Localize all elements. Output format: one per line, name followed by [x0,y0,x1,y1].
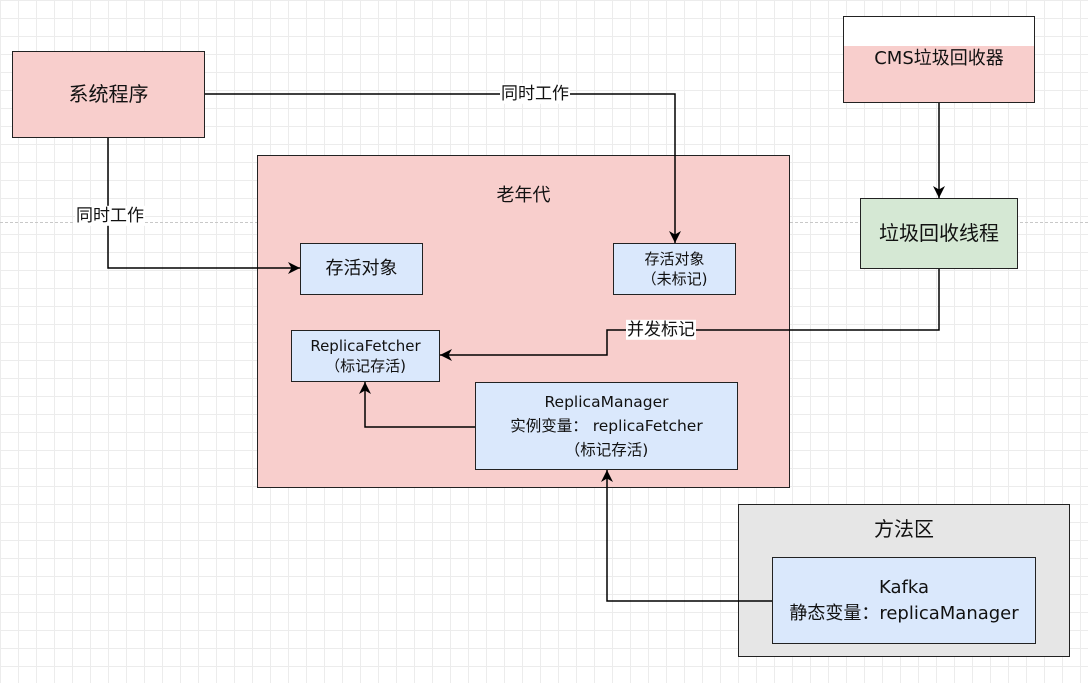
edge-label-concurrent-mark: 并发标记 [626,319,696,341]
replica-manager-line1: ReplicaManager [544,392,669,411]
cms-collector-node: CMS垃圾回收器 [843,16,1035,103]
cms-collector-label: CMS垃圾回收器 [874,48,1004,70]
old-generation-title: 老年代 [496,185,551,206]
system-program-node: 系统程序 [12,51,205,138]
replica-fetcher-line1: ReplicaFetcher [310,336,421,355]
live-object-unmarked-line1: 存活对象 [644,249,705,268]
edge-label-system-to-live: 同时工作 [75,205,145,227]
live-object-node: 存活对象 [300,243,423,295]
gc-thread-label: 垃圾回收线程 [879,221,999,245]
replica-manager-line3: （标记存活) [564,441,649,459]
kafka-node: Kafka 静态变量：replicaManager [772,557,1036,644]
gc-thread-node: 垃圾回收线程 [860,198,1018,269]
edge-label-system-to-unmarked: 同时工作 [500,83,570,105]
live-object-unmarked-node: 存活对象 （未标记) [613,243,736,295]
system-program-label: 系统程序 [68,82,149,106]
live-object-unmarked-line2: （未标记) [641,270,708,288]
replica-fetcher-node: ReplicaFetcher （标记存活) [291,330,440,382]
method-area-title: 方法区 [874,517,934,541]
live-object-label: 存活对象 [325,257,398,279]
replica-manager-node: ReplicaManager 实例变量： replicaFetcher （标记存… [475,382,738,470]
replica-manager-line2: 实例变量： replicaFetcher [510,416,703,435]
kafka-line1: Kafka [879,577,929,599]
kafka-line2: 静态变量：replicaManager [789,602,1019,624]
replica-fetcher-line2: （标记存活) [325,357,406,375]
